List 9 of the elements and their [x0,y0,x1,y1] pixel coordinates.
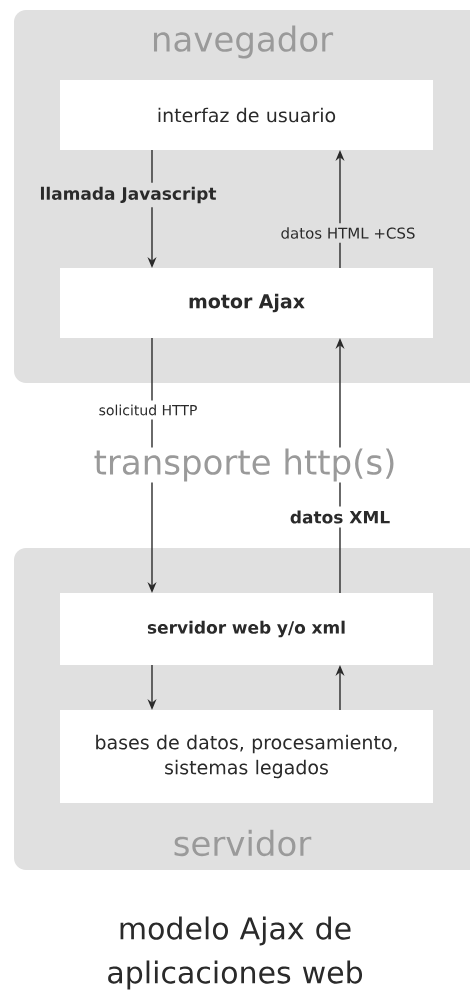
edge-label: llamada Javascript [36,182,220,208]
process-box: motor Ajax [60,268,433,338]
process-box: bases de datos, procesamiento, sistemas legados [60,710,433,803]
edge-label: datos XML [286,506,394,528]
caption: modelo Ajax de aplicaciones web [108,916,363,990]
section-label: transporte http(s) [91,447,399,483]
edge-label: datos HTML +CSS [277,223,419,243]
process-box: servidor web y/o xml [60,593,433,665]
process-box: interfaz de usuario [60,80,433,150]
